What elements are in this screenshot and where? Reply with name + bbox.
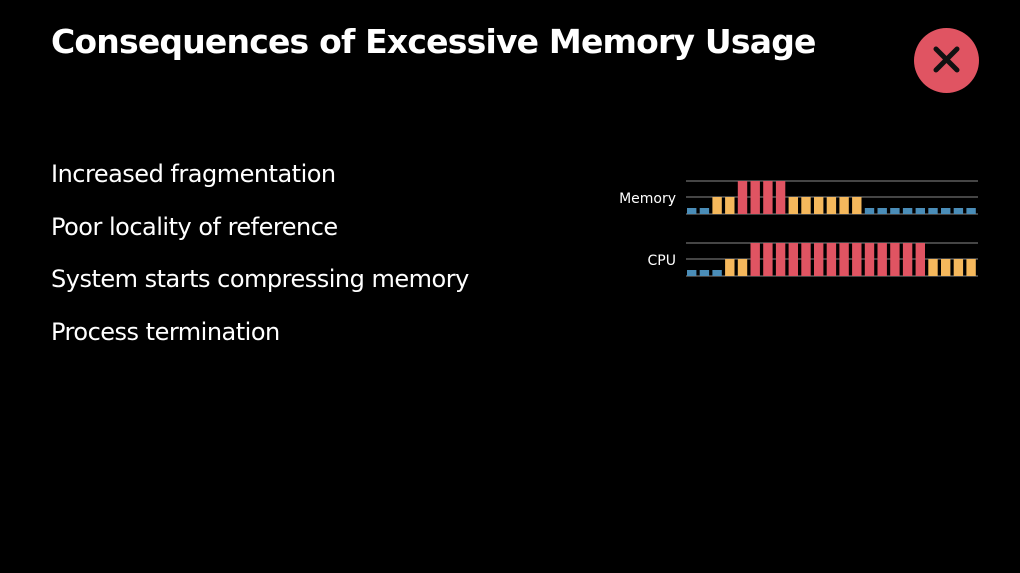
usage-bar-medium (839, 197, 849, 214)
usage-bar-medium (852, 197, 862, 214)
close-badge (914, 28, 979, 93)
usage-bar-medium (725, 197, 735, 214)
usage-bar-low (864, 208, 875, 214)
usage-bar-low (966, 208, 976, 214)
usage-bar-low (902, 208, 913, 214)
close-x-icon (933, 46, 960, 73)
usage-bar-low (687, 270, 697, 276)
usage-bar-high (788, 243, 798, 276)
usage-bar-high (839, 243, 849, 276)
usage-bar-low (712, 270, 722, 276)
usage-bar-high (801, 243, 811, 276)
usage-bar-low (953, 208, 964, 214)
usage-bar-high (763, 181, 773, 214)
usage-bar-high (852, 243, 862, 276)
series-label: Memory (619, 191, 676, 207)
usage-bar-high (763, 243, 773, 276)
bullet-item: System starts compressing memory (51, 265, 469, 293)
usage-bar-high (775, 243, 786, 276)
usage-bar-medium (788, 197, 798, 214)
usage-bar-low (699, 208, 710, 214)
usage-bar-low (877, 208, 887, 214)
usage-bar-medium (725, 259, 735, 276)
usage-bar-medium (712, 197, 722, 214)
usage-bar-high (750, 181, 760, 214)
usage-bar-high (915, 243, 925, 276)
usage-bar-low (928, 208, 938, 214)
slide-title: Consequences of Excessive Memory Usage (51, 22, 816, 61)
usage-bar-high (775, 181, 786, 214)
bullet-item: Poor locality of reference (51, 212, 338, 241)
usage-bar-low (941, 208, 951, 214)
usage-bar-high (877, 243, 887, 276)
bullet-item: Increased fragmentation (51, 160, 336, 188)
usage-bar-high (826, 243, 837, 276)
usage-bar-high (737, 181, 748, 214)
usage-bar-high (890, 243, 900, 276)
usage-bar-medium (801, 197, 811, 214)
usage-bar-low (890, 208, 900, 214)
usage-bar-medium (941, 259, 951, 276)
series-label: CPU (648, 253, 676, 269)
usage-bar-high (750, 243, 760, 276)
usage-bar-medium (966, 259, 976, 276)
usage-bar-medium (737, 259, 748, 276)
usage-bar-high (902, 243, 913, 276)
bullet-item: Process termination (51, 317, 280, 346)
usage-bar-low (687, 208, 697, 214)
usage-bar-medium (953, 259, 964, 276)
usage-bar-medium (814, 197, 824, 214)
usage-bar-medium (928, 259, 938, 276)
bullet-list: Increased fragmentation Poor locality of… (51, 157, 469, 367)
usage-bar-low (915, 208, 925, 214)
usage-bar-medium (826, 197, 837, 214)
usage-bar-low (699, 270, 710, 276)
usage-bar-high (864, 243, 875, 276)
usage-bar-high (814, 243, 824, 276)
